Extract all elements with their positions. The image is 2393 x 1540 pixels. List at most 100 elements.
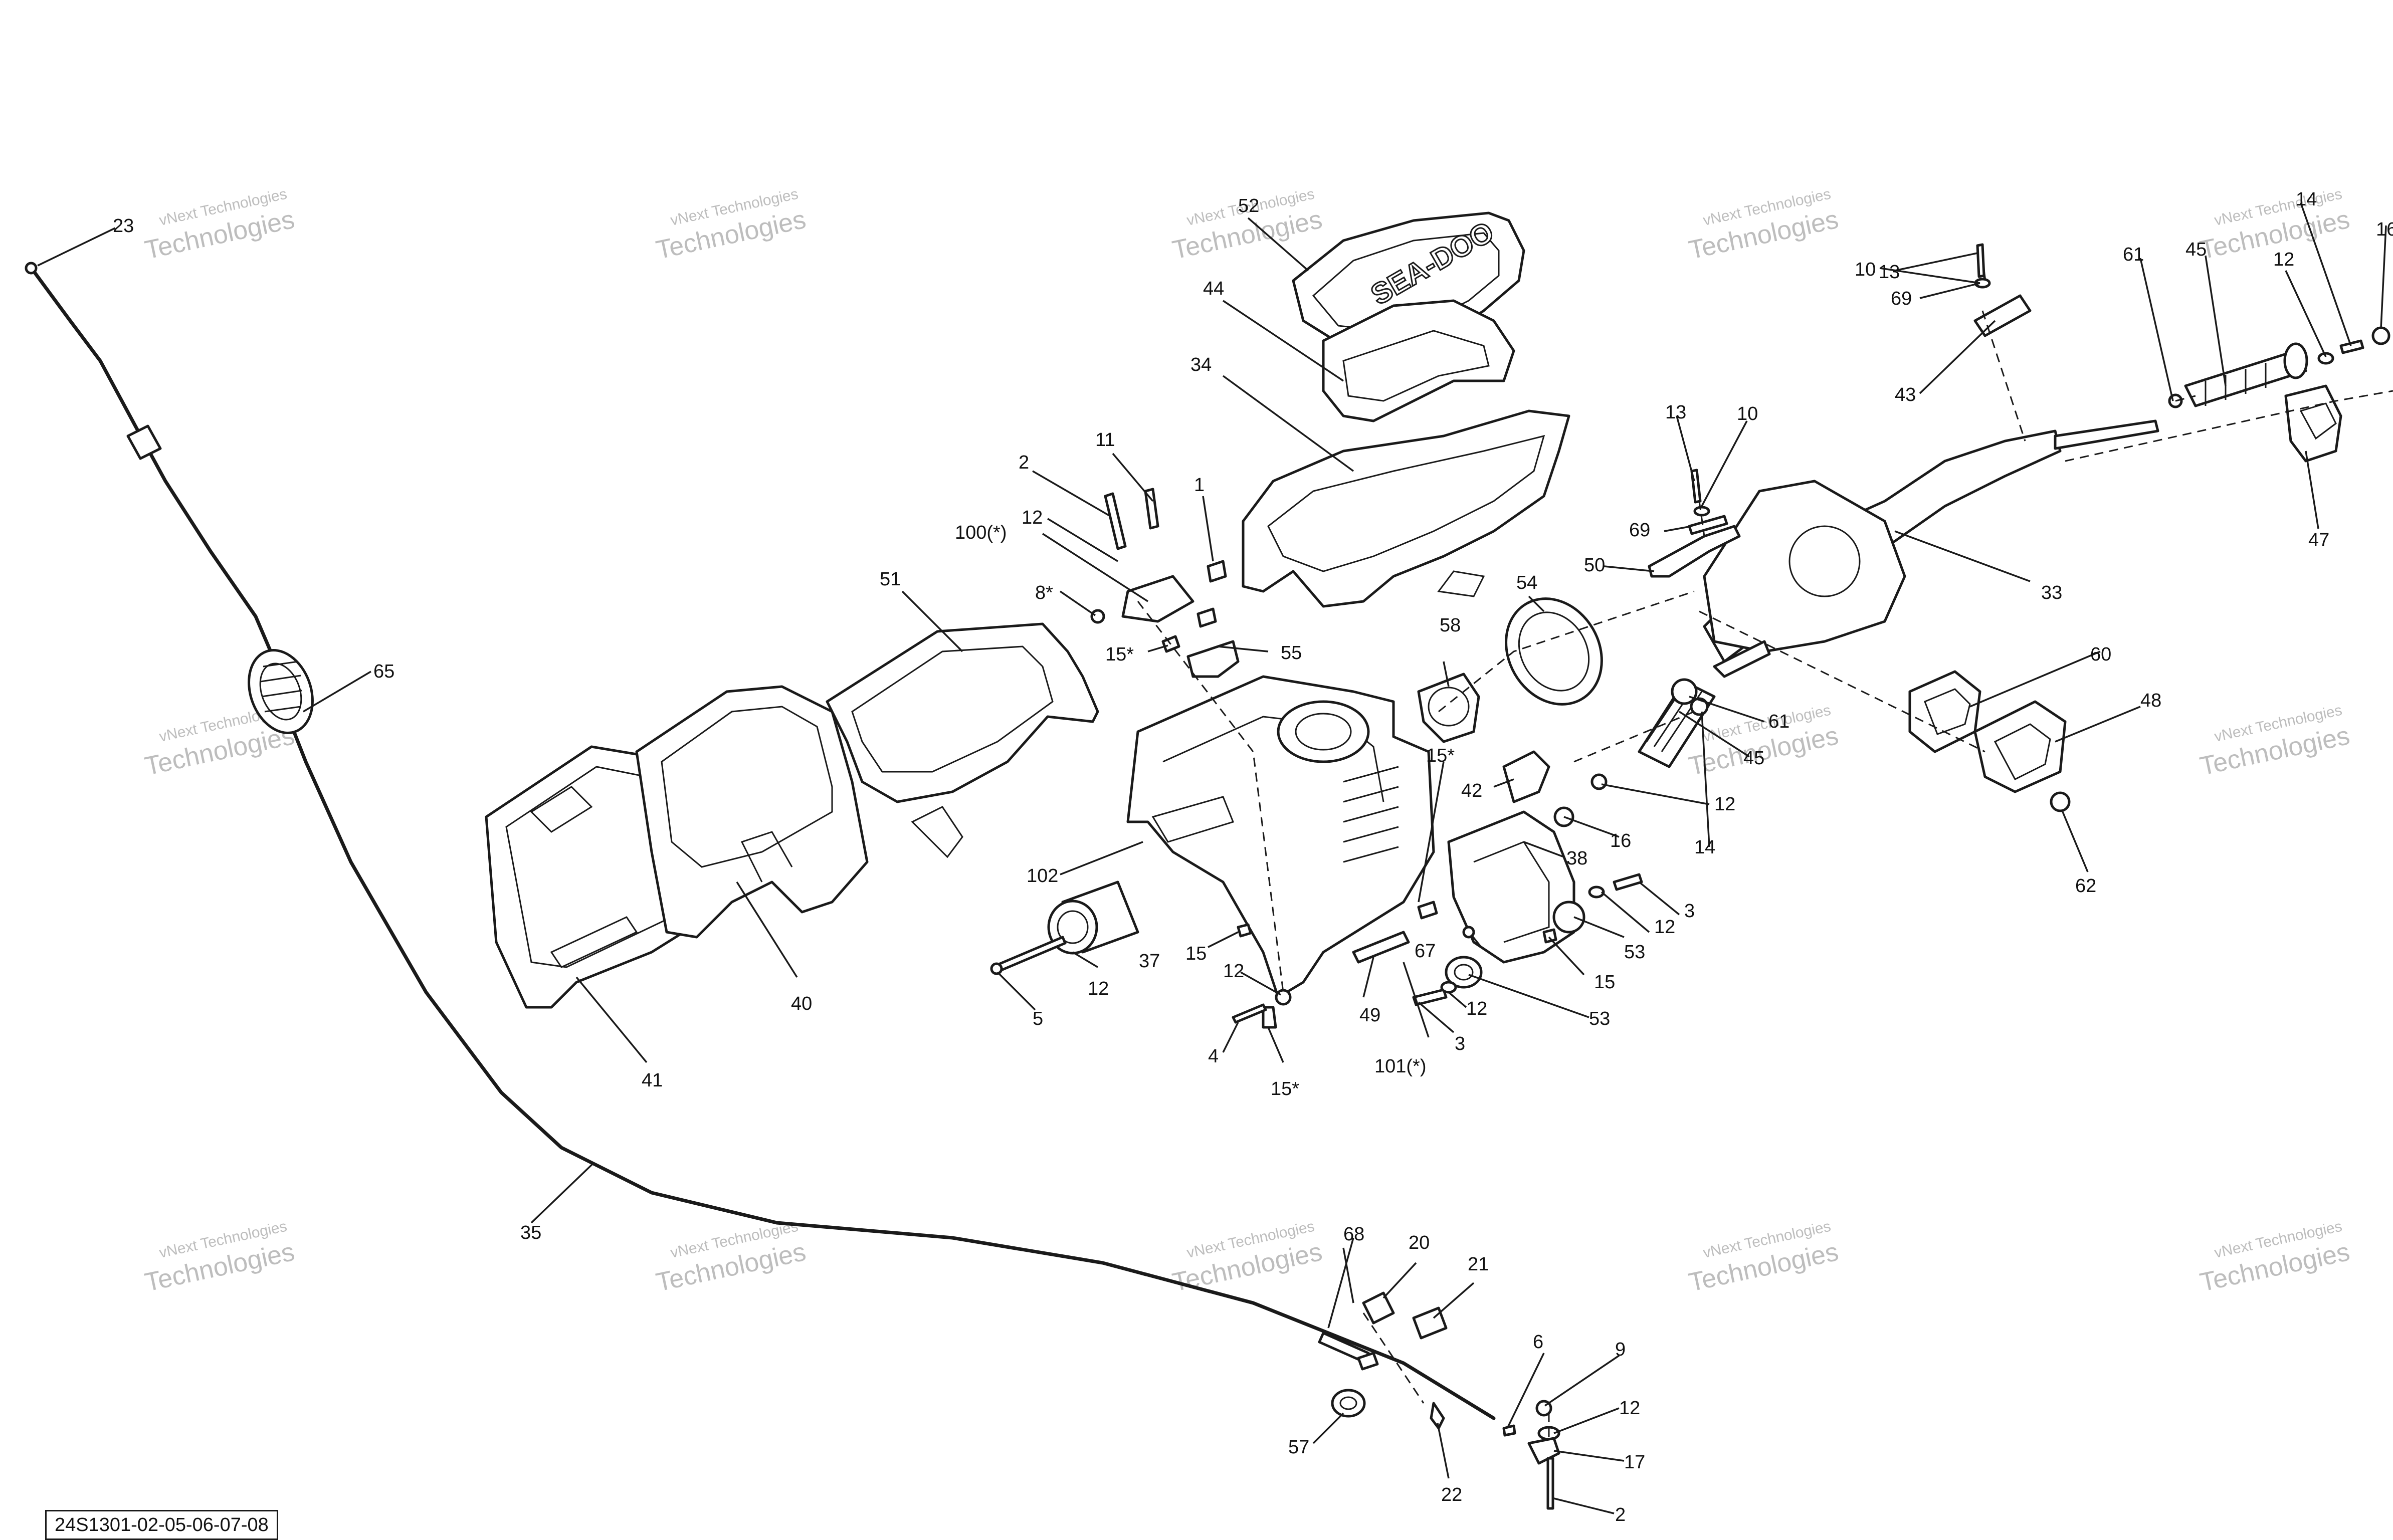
- washer-12g: [2317, 352, 2334, 365]
- callout-10: 10: [1737, 403, 1758, 424]
- callout-62: 62: [2075, 875, 2096, 897]
- callout-67: 67: [1415, 941, 1436, 962]
- nut-21: [1412, 1306, 1448, 1340]
- cap-16b: [2371, 326, 2390, 345]
- bracket-42: [1502, 750, 1550, 803]
- callout-12: 12: [1022, 507, 1043, 528]
- callout-37: 37: [1139, 951, 1160, 972]
- callout-51: 51: [880, 569, 901, 590]
- cable-lower-fittings: [1331, 1291, 1560, 1510]
- callout-48: 48: [2140, 690, 2161, 711]
- cable-boot-grommet: [248, 649, 314, 734]
- washer-10a: [1693, 506, 1710, 517]
- callout-38: 38: [1566, 848, 1587, 869]
- callout-12: 12: [1654, 917, 1675, 938]
- callout-69: 69: [1629, 520, 1650, 541]
- callout-12: 12: [1466, 998, 1487, 1019]
- bearing-53a: [1552, 901, 1585, 934]
- bolt-3a: [1412, 988, 1448, 1006]
- callout-20: 20: [1409, 1232, 1430, 1253]
- callout-102: 102: [1027, 865, 1058, 887]
- diagram-reference-number: 24S1301-02-05-06-07-08: [45, 1510, 278, 1540]
- callout-33: 33: [2041, 582, 2062, 603]
- callout-45: 45: [1743, 748, 1764, 769]
- grip-end-61a: [1671, 678, 1698, 705]
- callout-10: 10: [1855, 259, 1876, 280]
- clip-68-lower: [1357, 1352, 1379, 1371]
- callout-60: 60: [2090, 644, 2111, 665]
- callout-49: 49: [1359, 1005, 1380, 1026]
- leader-lines: [37, 202, 2387, 1514]
- callout-12: 12: [1619, 1398, 1640, 1419]
- callout-55: 55: [1281, 642, 1302, 664]
- callout-13: 13: [1665, 402, 1686, 423]
- callout-17: 17: [1624, 1452, 1645, 1473]
- callout-100: 100(*): [955, 522, 1007, 543]
- upper-hardware: [1090, 488, 1227, 653]
- callout-69: 69: [1891, 288, 1912, 309]
- callout-50: 50: [1584, 555, 1605, 576]
- steering-support-housing: [1126, 675, 1435, 999]
- callout-12: 12: [2273, 249, 2294, 270]
- callout-15: 15: [1185, 943, 1207, 964]
- callout-44: 44: [1203, 278, 1224, 299]
- steering-bracket-38: [1447, 810, 1585, 964]
- callout-2: 2: [1019, 452, 1029, 473]
- bolt-4: [1232, 1003, 1267, 1024]
- callout-57: 57: [1288, 1437, 1309, 1458]
- callout-14: 14: [1694, 837, 1715, 858]
- callout-61: 61: [2123, 244, 2144, 265]
- callout-15-star: 15*: [1105, 644, 1134, 665]
- washer-12d: [1440, 981, 1457, 994]
- callout-58: 58: [1440, 615, 1461, 636]
- callout-35: 35: [520, 1222, 541, 1243]
- callout-41: 41: [642, 1070, 663, 1091]
- right-hardware: [1690, 243, 2390, 517]
- cable-end-fitting: [25, 262, 38, 275]
- lower-hardware: [1232, 697, 1709, 1029]
- switch-housing-48: [1973, 700, 2071, 812]
- screw-11: [1144, 488, 1159, 530]
- handlebar-tube: [2054, 419, 2159, 450]
- pin-6: [1502, 1424, 1516, 1437]
- callout-5: 5: [1033, 1008, 1043, 1029]
- callout-43: 43: [1895, 384, 1916, 405]
- callout-16: 16: [1610, 830, 1631, 851]
- callout-15-star: 15*: [1426, 745, 1455, 766]
- callout-3: 3: [1684, 901, 1695, 922]
- washer-12c: [1275, 989, 1292, 1006]
- lower-shroud-40: [635, 685, 869, 939]
- steering-cover-34: [1242, 409, 1570, 608]
- callout-2: 2: [1615, 1504, 1626, 1525]
- bolt-3b: [1613, 873, 1643, 891]
- callout-12: 12: [1088, 978, 1109, 999]
- callout-54: 54: [1516, 572, 1537, 593]
- handlebar-33: [1703, 419, 2159, 678]
- bolt-2b: [1546, 1457, 1554, 1510]
- bearing-53b: [1445, 956, 1483, 989]
- callout-23: 23: [113, 215, 134, 237]
- callout-9: 9: [1615, 1339, 1626, 1360]
- nut-15c: [1262, 1006, 1277, 1029]
- nut-20: [1362, 1291, 1395, 1325]
- pin-14b: [2339, 339, 2364, 354]
- lower-shroud-51: [826, 622, 1099, 858]
- callout-53: 53: [1624, 942, 1645, 963]
- bracket-49: [1352, 931, 1410, 964]
- cover-plate-44: [1322, 299, 1515, 422]
- washer-12f: [1590, 773, 1608, 790]
- nut-8: [1090, 609, 1105, 624]
- callout-16: 16: [2376, 219, 2393, 240]
- ring-54: [1505, 597, 1603, 706]
- cable-adjuster: [126, 424, 162, 460]
- spacer-15x: [1196, 607, 1217, 628]
- pin-1: [1207, 560, 1227, 583]
- callout-34: 34: [1190, 354, 1212, 375]
- callout-65: 65: [373, 661, 394, 682]
- clamp-100: [1121, 575, 1194, 623]
- callout-4: 4: [1208, 1046, 1219, 1067]
- damper-57: [1331, 1389, 1366, 1418]
- mounting-bracket-55: [1186, 640, 1240, 678]
- insert-15b: [1237, 923, 1252, 938]
- callout-68: 68: [1343, 1224, 1364, 1245]
